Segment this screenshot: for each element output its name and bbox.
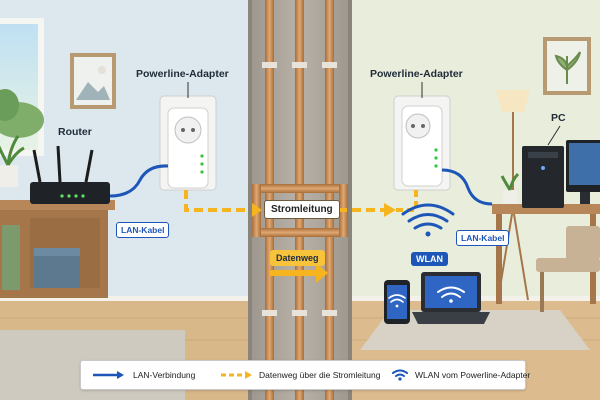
legend-item-wlan: WLAN vom Powerline-Adapter bbox=[391, 361, 530, 389]
socket-icon bbox=[174, 116, 202, 144]
legend-item-datenweg: Datenweg über die Stromleitung bbox=[219, 361, 380, 389]
legend: LAN-Verbindung Datenweg über die Stromle… bbox=[80, 360, 530, 390]
legend-lan-text: LAN-Verbindung bbox=[133, 370, 196, 380]
legend-wifi-icon bbox=[392, 369, 408, 381]
legend-lan-arrow-icon bbox=[93, 371, 124, 379]
powerline-adapter-icon bbox=[159, 95, 217, 191]
wlan-label: WLAN bbox=[411, 252, 448, 266]
window bbox=[0, 18, 44, 156]
legend-datenweg-text: Datenweg über die Stromleitung bbox=[259, 370, 381, 380]
laptop-icon bbox=[412, 272, 490, 324]
smartphone-icon bbox=[384, 280, 410, 324]
datenweg-label: Datenweg bbox=[270, 250, 325, 266]
lan-cable-left-tag: LAN-Kabel bbox=[116, 222, 170, 238]
stromleitung-label: Stromleitung bbox=[264, 200, 340, 219]
pc-label: PC bbox=[551, 112, 566, 124]
lan-cable-right bbox=[441, 168, 493, 206]
adapter-right-label: Powerline-Adapter bbox=[370, 68, 463, 80]
adapter-left-label: Powerline-Adapter bbox=[136, 68, 229, 80]
powerline-adapter-icon bbox=[393, 95, 451, 191]
wifi-icon bbox=[401, 203, 455, 237]
legend-item-lan: LAN-Verbindung bbox=[91, 361, 195, 389]
wall-picture-left bbox=[70, 53, 116, 109]
monitor-icon bbox=[566, 140, 600, 204]
lan-cable-right-tag: LAN-Kabel bbox=[456, 230, 510, 246]
datenweg-left bbox=[184, 190, 250, 212]
chair bbox=[536, 226, 600, 312]
router-label: Router bbox=[58, 126, 92, 138]
plant-icon bbox=[500, 172, 520, 204]
legend-data-arrow-icon bbox=[221, 371, 252, 379]
plant-icon bbox=[0, 135, 25, 187]
pc-tower-icon bbox=[522, 146, 564, 208]
router-icon bbox=[30, 145, 110, 204]
socket-icon bbox=[405, 113, 431, 139]
lan-cable-left bbox=[109, 164, 169, 198]
wall-picture-right bbox=[543, 37, 591, 95]
side-table bbox=[0, 200, 115, 298]
legend-wlan-text: WLAN vom Powerline-Adapter bbox=[415, 370, 531, 380]
